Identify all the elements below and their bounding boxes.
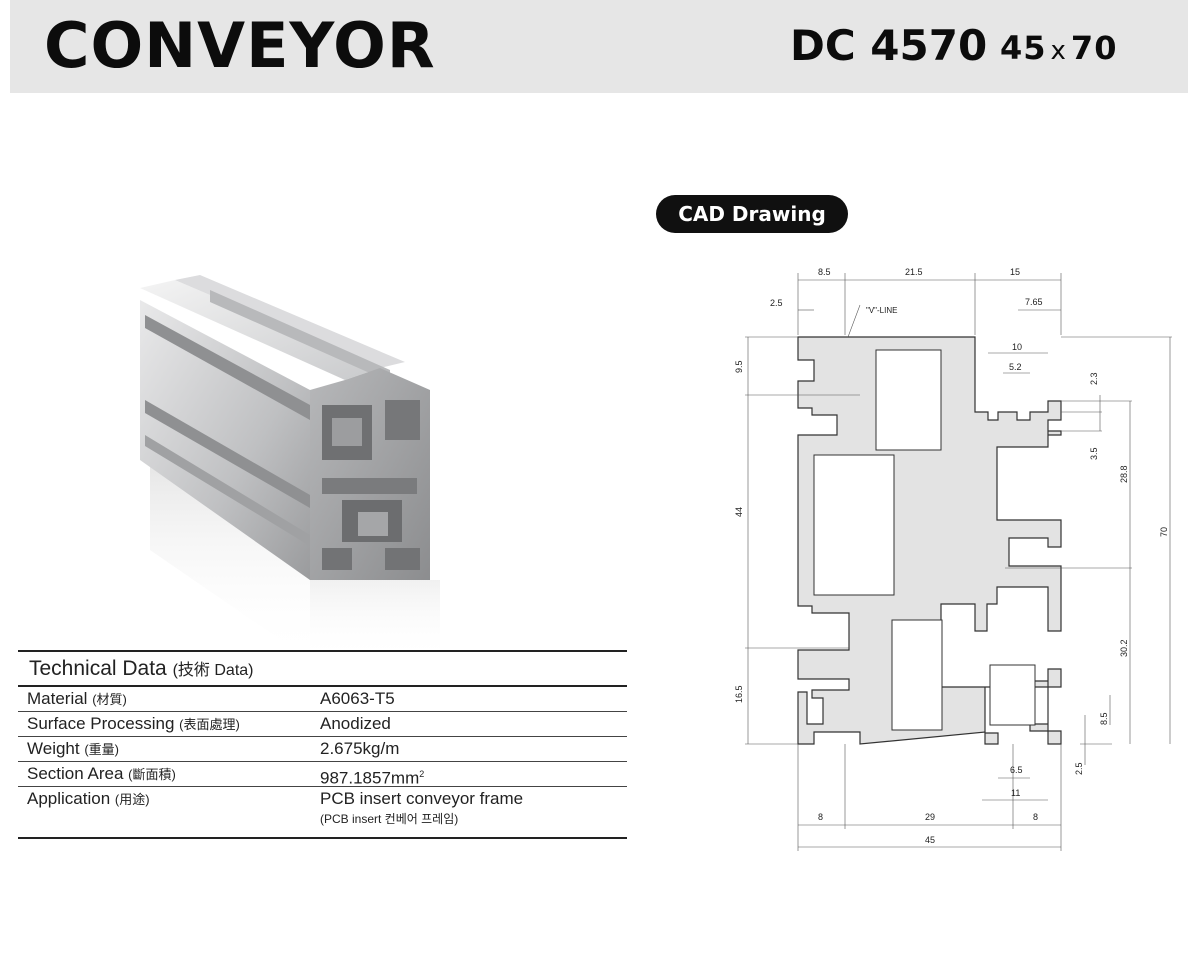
technical-data-table: Technical Data (技術 Data) Material (材質) A… bbox=[18, 650, 627, 839]
row-value-text: 987.1857mm bbox=[320, 768, 420, 788]
page-title: CONVEYOR bbox=[44, 9, 436, 82]
dim-30-2: 30.2 bbox=[1119, 639, 1129, 657]
table-row: Weight (重量) 2.675kg/m bbox=[18, 737, 627, 762]
profile-product-image bbox=[140, 275, 440, 660]
dim-21-5: 21.5 bbox=[905, 267, 923, 277]
row-value: 987.1857mm2 bbox=[320, 762, 627, 788]
row-key-sub: (用途) bbox=[114, 792, 150, 807]
dim-8-left: 8 bbox=[818, 812, 823, 822]
tech-title-sub: (技術 Data) bbox=[172, 662, 254, 679]
row-key: Surface Processing bbox=[27, 714, 175, 733]
tech-title-text: Technical Data bbox=[29, 657, 167, 680]
cad-cross-section-drawing: 8.5 21.5 15 2.5 "V"-LINE 7.65 10 5.2 9.5… bbox=[734, 267, 1172, 851]
table-row: Surface Processing (表面處理) Anodized bbox=[18, 712, 627, 737]
dim-width: 45 bbox=[1000, 29, 1047, 67]
profile-end-face bbox=[310, 368, 430, 580]
dim-11: 11 bbox=[1011, 788, 1020, 798]
row-key-sub: (材質) bbox=[92, 692, 127, 707]
table-row: Application (用途) PCB insert conveyor fra… bbox=[18, 787, 627, 839]
dim-2-5-top: 2.5 bbox=[770, 298, 783, 308]
row-value-sup: 2 bbox=[419, 769, 425, 779]
dim-2-5-bottom: 2.5 bbox=[1074, 762, 1084, 775]
dim-70: 70 bbox=[1159, 527, 1169, 537]
row-value: Anodized bbox=[320, 714, 391, 733]
dim-44: 44 bbox=[734, 507, 744, 517]
row-key-sub: (斷面積) bbox=[128, 767, 176, 782]
row-key-sub: (重量) bbox=[84, 742, 120, 757]
dim-9-5: 9.5 bbox=[734, 360, 744, 373]
dim-28-8: 28.8 bbox=[1119, 465, 1129, 483]
row-value: PCB insert conveyor frame (PCB insert 컨베… bbox=[320, 787, 627, 837]
row-key: Material bbox=[27, 689, 88, 708]
technical-data-title: Technical Data (技術 Data) bbox=[18, 650, 627, 687]
v-line-label: "V"-LINE bbox=[866, 306, 897, 315]
row-value: 2.675kg/m bbox=[320, 739, 400, 758]
dim-8-5: 8.5 bbox=[818, 267, 831, 277]
dim-2-3: 2.3 bbox=[1089, 372, 1099, 385]
row-key: Section Area bbox=[27, 764, 124, 783]
row-value-note: (PCB insert 컨베어 프레임) bbox=[320, 812, 459, 826]
profile-top-face bbox=[140, 280, 380, 380]
row-key: Weight bbox=[27, 739, 80, 758]
dim-16-5: 16.5 bbox=[734, 685, 744, 703]
dim-10: 10 bbox=[1012, 342, 1022, 352]
dim-5-2: 5.2 bbox=[1009, 362, 1022, 372]
dim-6-5: 6.5 bbox=[1010, 765, 1023, 775]
row-value: A6063-T5 bbox=[320, 689, 395, 708]
cad-drawing-label: CAD Drawing bbox=[656, 195, 848, 233]
row-key-sub: (表面處理) bbox=[179, 717, 240, 732]
dim-15: 15 bbox=[1010, 267, 1020, 277]
table-row: Section Area (斷面積) 987.1857mm2 bbox=[18, 762, 627, 788]
dim-8-5-bottom: 8.5 bbox=[1099, 712, 1109, 725]
dim-7-65: 7.65 bbox=[1025, 297, 1043, 307]
table-row: Material (材質) A6063-T5 bbox=[18, 687, 627, 712]
row-value-text: PCB insert conveyor frame bbox=[320, 789, 524, 808]
model-number: DC 4570 bbox=[790, 21, 988, 70]
dim-45: 45 bbox=[925, 835, 935, 845]
dim-8-right: 8 bbox=[1033, 812, 1038, 822]
row-key: Application bbox=[27, 789, 111, 808]
dim-3-5: 3.5 bbox=[1089, 447, 1099, 460]
dim-times: x bbox=[1050, 36, 1067, 66]
dim-29: 29 bbox=[925, 812, 935, 822]
dim-height: 70 bbox=[1070, 29, 1118, 67]
